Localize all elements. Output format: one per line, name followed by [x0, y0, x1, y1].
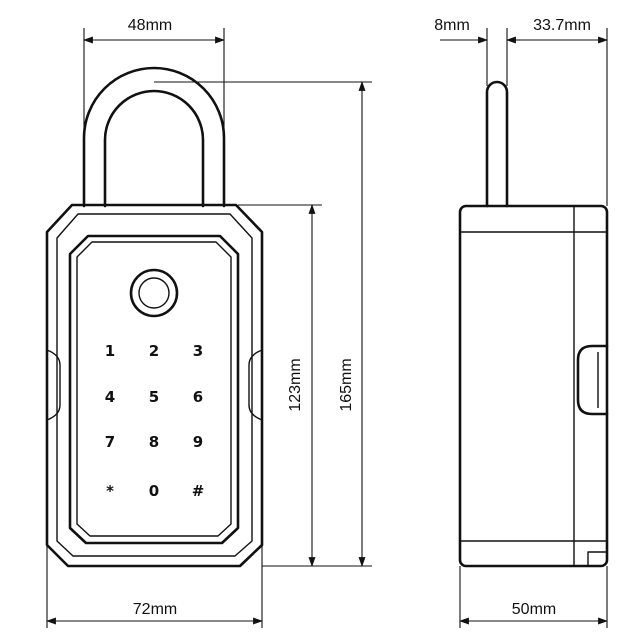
- key-4[interactable]: 4: [105, 388, 115, 406]
- front-view: 1 2 3 4 5 6 7 8 9 * 0 #: [45, 66, 264, 568]
- keypad-panel-outer: [68, 234, 240, 545]
- label-body-width: 72mm: [133, 601, 177, 618]
- label-body-height: 123mm: [287, 358, 304, 411]
- label-shackle-offset: 33.7mm: [533, 17, 591, 34]
- label-shackle-thickness: 8mm: [434, 17, 470, 34]
- fingerprint-sensor-ring[interactable]: [129, 268, 179, 318]
- key-7[interactable]: 7: [105, 433, 115, 451]
- key-2[interactable]: 2: [149, 342, 159, 360]
- key-8[interactable]: 8: [149, 433, 159, 451]
- key-1[interactable]: 1: [105, 342, 115, 360]
- side-latch: [576, 344, 609, 416]
- side-body-outer: [458, 204, 609, 568]
- fingerprint-sensor: [138, 277, 170, 309]
- keypad: 1 2 3 4 5 6 7 8 9 * 0 #: [105, 342, 205, 500]
- key-hash[interactable]: #: [192, 482, 205, 500]
- label-total-height: 165mm: [338, 358, 355, 411]
- shackle-front: [82, 66, 226, 208]
- shackle-side: [485, 80, 509, 208]
- lock-body-frame: [56, 213, 253, 557]
- right-grip: [248, 349, 263, 421]
- side-view: [458, 80, 609, 568]
- key-0[interactable]: 0: [149, 482, 159, 500]
- keypad-panel-inner: [76, 241, 232, 537]
- side-bottom-detail: [587, 551, 607, 566]
- lock-body-outer: [45, 203, 264, 568]
- key-star[interactable]: *: [106, 482, 114, 500]
- dimension-lines: [46, 28, 608, 628]
- shackle-front-inner: [103, 89, 205, 208]
- key-5[interactable]: 5: [149, 388, 159, 406]
- left-grip: [46, 349, 61, 421]
- key-6[interactable]: 6: [193, 388, 203, 406]
- label-body-depth: 50mm: [512, 601, 556, 618]
- key-9[interactable]: 9: [193, 433, 203, 451]
- label-shackle-width: 48mm: [128, 17, 172, 34]
- dimension-labels: 48mm 8mm 33.7mm 123mm 165mm 72mm 50mm: [128, 17, 591, 618]
- key-3[interactable]: 3: [193, 342, 203, 360]
